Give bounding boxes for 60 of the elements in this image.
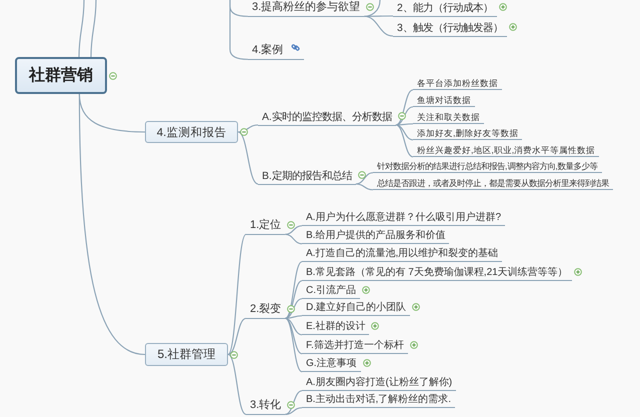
connector-line (396, 89, 414, 126)
branch-topic: 1.定位 (246, 219, 286, 235)
branch-topic: 总结是否跟进，或者及时停止，都是需要从数据分析里来得到结果 (373, 178, 613, 190)
connector-line (238, 124, 258, 133)
connector-line (356, 172, 374, 185)
connector-line (285, 407, 302, 415)
branch-topic: B.定期的报告和总结 (258, 170, 356, 184)
connector-line (396, 106, 414, 126)
branch-topic: 3、触发（行动触发器） (393, 22, 507, 36)
connector-line (238, 132, 258, 184)
branch-topic: A.打造自己的流量池,用以维护和裂变的基础 (302, 248, 502, 262)
topic-box: 5.社群管理 (145, 343, 228, 366)
branch-topic: D.建立好自己的小团队 (302, 302, 410, 316)
connector-line (285, 318, 302, 354)
branch-topic: A.实时的监控数据、分析数据 (258, 110, 396, 126)
connector-line (78, 94, 146, 356)
connector-line (396, 124, 414, 158)
connector-line (285, 298, 302, 319)
branch-topic: F.筛选并打造一个标杆 (302, 340, 408, 354)
connector-line (285, 234, 302, 244)
connector-line (228, 354, 246, 415)
connector-line (285, 280, 302, 319)
branch-topic: 粉丝兴趣爱好,地区,职业,消费水平等属性数据 (413, 144, 600, 158)
branch-topic: 添加好友,删除好友等数据 (413, 128, 522, 140)
connector-line (285, 315, 302, 319)
connector-line (228, 318, 246, 356)
topic-text: 4.案例 (252, 44, 284, 56)
branch-topic: A.用户为什么愿意进群？什么吸引用户进群? (302, 212, 506, 226)
connector-line (285, 225, 302, 235)
connector-line (396, 123, 413, 126)
topic-box: 4.监测和报告 (145, 121, 238, 143)
branch-topic: A.朋友圈内容打造(让粉丝了解你) (302, 376, 456, 392)
connector-line (396, 124, 414, 140)
branch-topic: B.常见套路（常见的有 7天免费瑜伽课程,21天训练营等等） (302, 266, 572, 282)
connector-line (364, 0, 381, 17)
branch-topic: C.引流产品 (302, 284, 360, 300)
connector-line (90, 0, 97, 57)
connector-line (78, 0, 85, 57)
branch-topic: 3.提高粉丝的参与欲望 (248, 1, 364, 17)
branch-topic: B.主动出击对话,了解粉丝的需求. (302, 394, 456, 408)
branch-topic: 2、能力（行动成本） (393, 2, 497, 16)
branch-topic: 3.转化 (246, 399, 286, 415)
branch-topic: 2.裂变 (246, 303, 286, 319)
connector-line (356, 183, 374, 190)
branch-topic: G.注意事项 (302, 358, 361, 372)
connector-line (229, 0, 248, 60)
connector-line (285, 318, 302, 336)
connector-line (285, 390, 302, 415)
connector-line (228, 234, 246, 355)
branch-topic: 关注和取关数据 (413, 112, 484, 124)
branch-topic: E.社群的设计 (302, 320, 370, 336)
central-topic-box: 社群营销 (15, 57, 107, 94)
branch-topic (248, 43, 304, 60)
branch-topic: B.给用户提供的产品服务和价值 (302, 230, 450, 244)
connector-line (364, 16, 394, 37)
branch-topic: 各平台添加粉丝数据 (413, 78, 502, 90)
connector-line (284, 261, 302, 319)
connector-line (284, 318, 302, 372)
branch-topic: 针对数据分析的结果进行总结和报告,调整内容方向,数量多少等 (373, 160, 602, 174)
branch-topic: 鱼塘对话数据 (413, 94, 475, 108)
